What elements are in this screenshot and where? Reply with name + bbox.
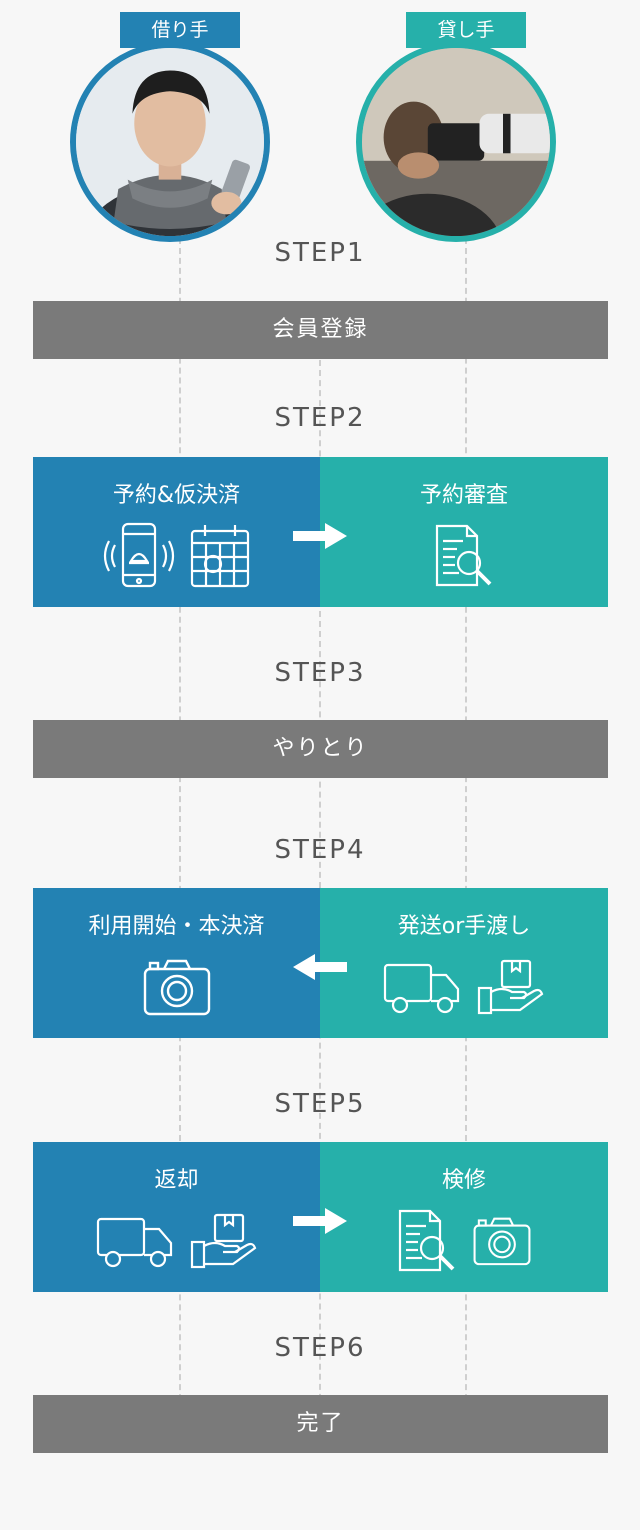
step4-row: 利用開始・本決済 発送or手渡し bbox=[33, 888, 608, 1038]
step5-lender-panel: 検修 bbox=[320, 1142, 608, 1292]
delivery-truck-icon bbox=[96, 1217, 172, 1268]
phone-ringing-icon bbox=[103, 522, 174, 588]
step1-bar: 会員登録 bbox=[33, 301, 608, 359]
borrower-role-tag: 借り手 bbox=[120, 12, 240, 48]
lender-avatar bbox=[356, 42, 556, 242]
borrower-timeline-line bbox=[179, 238, 181, 1430]
step6-label: STEP6 bbox=[274, 1333, 366, 1363]
delivery-truck-icon bbox=[383, 963, 460, 1014]
step5-label: STEP5 bbox=[274, 1089, 366, 1119]
step5-row: 返却 検修 bbox=[33, 1142, 608, 1292]
step5-lender-title: 検修 bbox=[441, 1168, 486, 1193]
camera-icon bbox=[143, 959, 210, 1016]
lender-avatar-block: 貸し手 bbox=[356, 12, 576, 242]
step4-borrower-panel: 利用開始・本決済 bbox=[33, 888, 320, 1038]
step4-borrower-icons bbox=[33, 952, 320, 1022]
document-search-icon bbox=[435, 524, 492, 587]
step2-borrower-title: 予約&仮決済 bbox=[112, 483, 241, 508]
step2-borrower-icons bbox=[33, 521, 320, 591]
step5-lender-icons bbox=[320, 1206, 608, 1276]
calendar-icon bbox=[190, 525, 249, 588]
borrower-photo-icon bbox=[76, 48, 264, 236]
arrow-right-icon bbox=[293, 523, 347, 549]
step3-bar: やりとり bbox=[33, 720, 608, 778]
step1-label: STEP1 bbox=[274, 238, 366, 268]
step2-lender-panel: 予約審査 bbox=[320, 457, 608, 607]
step2-label: STEP2 bbox=[274, 403, 366, 433]
step5-borrower-title: 返却 bbox=[154, 1168, 199, 1193]
lender-timeline-line bbox=[465, 238, 467, 1430]
borrower-avatar bbox=[70, 42, 270, 242]
hand-package-icon bbox=[477, 959, 544, 1015]
step2-lender-icons bbox=[320, 521, 608, 591]
step2-lender-title: 予約審査 bbox=[419, 483, 508, 508]
hand-package-icon bbox=[190, 1213, 256, 1269]
step3-label: STEP3 bbox=[274, 658, 366, 688]
step5-borrower-icons bbox=[33, 1206, 320, 1276]
step2-row: 予約&仮決済 bbox=[33, 457, 608, 607]
document-search-icon bbox=[398, 1209, 455, 1272]
step4-borrower-title: 利用開始・本決済 bbox=[88, 914, 265, 939]
step4-lender-panel: 発送or手渡し bbox=[320, 888, 608, 1038]
camera-icon bbox=[473, 1217, 531, 1266]
step4-lender-icons bbox=[320, 952, 608, 1022]
step2-borrower-panel: 予約&仮決済 bbox=[33, 457, 320, 607]
step4-label: STEP4 bbox=[274, 835, 366, 865]
lender-role-tag: 貸し手 bbox=[406, 12, 526, 48]
arrow-right-icon bbox=[293, 1208, 347, 1234]
step4-lender-title: 発送or手渡し bbox=[397, 914, 531, 939]
lender-photo-icon bbox=[362, 48, 550, 236]
step6-bar: 完了 bbox=[33, 1395, 608, 1453]
step5-borrower-panel: 返却 bbox=[33, 1142, 320, 1292]
arrow-left-icon bbox=[293, 954, 347, 980]
borrower-avatar-block: 借り手 bbox=[70, 12, 290, 242]
